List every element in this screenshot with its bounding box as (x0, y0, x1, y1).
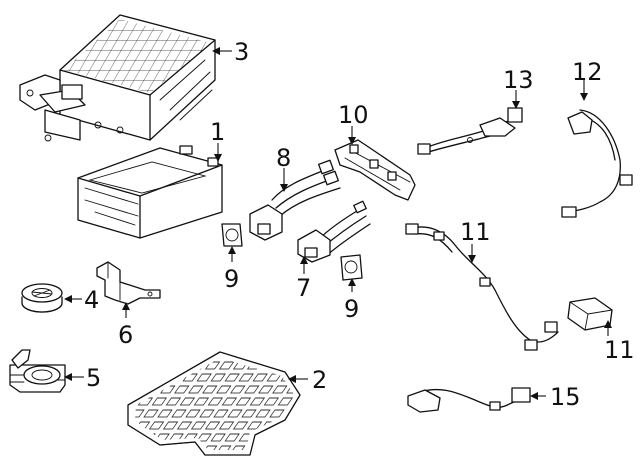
callout-6: 6 (118, 321, 133, 349)
part-9-gasket-right (340, 254, 363, 281)
part-10-busbar-bracket (334, 139, 416, 201)
part-4-grommet (21, 283, 63, 313)
part-13-harness (405, 223, 559, 351)
callout-1: 1 (210, 118, 225, 146)
part-5-seal (9, 349, 66, 393)
part-15-harness (407, 387, 531, 413)
part-12-harness (561, 109, 633, 218)
part-1-battery-box (77, 145, 223, 239)
part-14-harness (417, 107, 523, 155)
callout-8: 8 (276, 144, 291, 172)
callout-12: 12 (572, 58, 603, 86)
part-6-bracket (96, 261, 161, 305)
part-9-gasket-left (221, 223, 243, 247)
callout-labels: 3 1 8 10 13 12 9 9 7 11 4 6 11 5 2 15 (84, 38, 635, 411)
callout-15: 15 (550, 383, 581, 411)
callout-5: 5 (86, 364, 101, 392)
callout-3: 3 (234, 38, 249, 66)
part-2-cooling-tray (127, 351, 301, 456)
callout-4: 4 (84, 286, 99, 314)
callout-7: 7 (296, 274, 311, 302)
callout-14: 13 (503, 66, 534, 94)
part-8-cable-connector (249, 159, 341, 241)
callout-13: 11 (460, 218, 491, 246)
part-3-inverter-housing (19, 14, 216, 142)
callout-11: 11 (604, 336, 635, 364)
callout-leaders (64, 47, 612, 400)
callout-9-left: 9 (224, 265, 239, 293)
part-7-cable-connector (297, 200, 371, 263)
callout-2: 2 (312, 366, 327, 394)
callout-10: 10 (338, 101, 369, 129)
callout-9-right: 9 (344, 295, 359, 323)
